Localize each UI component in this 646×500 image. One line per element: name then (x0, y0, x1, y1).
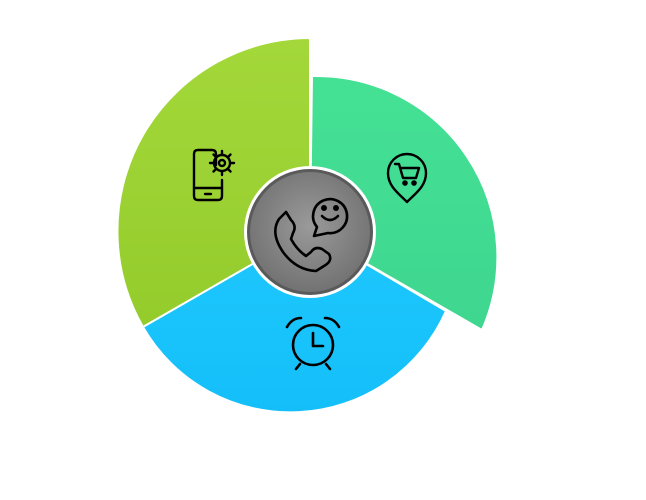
hub-center (250, 172, 370, 292)
phone-chat-smile-icon (274, 197, 349, 273)
segment-alarm (141, 229, 448, 414)
shopping-cart-location-icon (386, 152, 428, 204)
mobile-settings-icon (192, 148, 236, 202)
segment-shopping-location (308, 74, 499, 332)
alarm-clock-icon (285, 316, 341, 371)
